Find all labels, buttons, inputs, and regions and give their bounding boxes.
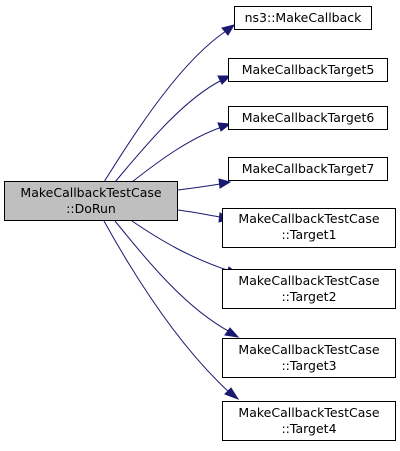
arrowhead-makecallbacktarget7: [218, 178, 232, 189]
edge-to-target4: [103, 220, 231, 394]
node-makecallbacktarget5-box: [228, 58, 388, 82]
node-target4-box: [222, 401, 396, 441]
node-target2-box: [222, 269, 396, 309]
edge-to-makecallbacktarget6: [131, 126, 223, 183]
node-makecallbacktarget7-label: MakeCallbackTarget7: [242, 161, 375, 176]
node-root-label-line1: MakeCallbackTestCase: [20, 185, 161, 200]
edge-to-makecallbacktarget5: [114, 79, 223, 183]
arrowhead-makecallbacktarget6: [217, 122, 232, 132]
node-target3[interactable]: MakeCallbackTestCase ::Target3: [222, 338, 396, 378]
node-makecallbacktarget6[interactable]: MakeCallbackTarget6: [228, 106, 388, 130]
node-target4-label-line2: ::Target4: [281, 421, 336, 436]
node-makecallbacktarget7[interactable]: MakeCallbackTarget7: [228, 157, 388, 181]
arrowhead-ns3-makecallback: [221, 24, 236, 36]
arrowhead-makecallbacktarget5: [217, 75, 232, 85]
node-target2-label-line1: MakeCallbackTestCase: [238, 273, 379, 288]
node-target1-label-line1: MakeCallbackTestCase: [238, 211, 379, 226]
node-makecallbacktarget6-box: [228, 106, 388, 130]
edge-to-target3: [114, 220, 231, 333]
node-ns3-makecallback[interactable]: ns3::MakeCallback: [234, 6, 372, 30]
node-ns3-makecallback-box: [234, 6, 372, 30]
arrowhead-target3: [224, 327, 240, 338]
edge-to-makecallbacktarget7: [177, 183, 221, 191]
node-target3-box: [222, 338, 396, 378]
node-target1-label-line2: ::Target1: [281, 227, 336, 242]
node-root-box: [4, 181, 178, 221]
node-target1-box: [222, 208, 396, 248]
node-target4[interactable]: MakeCallbackTestCase ::Target4: [222, 401, 396, 441]
node-root-label-line2: ::DoRun: [66, 201, 116, 216]
node-root[interactable]: MakeCallbackTestCase ::DoRun: [4, 181, 178, 221]
node-target2-label-line2: ::Target2: [281, 289, 336, 304]
node-target1[interactable]: MakeCallbackTestCase ::Target1: [222, 208, 396, 248]
arrowhead-target4: [224, 387, 240, 401]
node-target3-label-line2: ::Target3: [281, 358, 336, 373]
node-target4-label-line1: MakeCallbackTestCase: [238, 405, 379, 420]
node-makecallbacktarget5[interactable]: MakeCallbackTarget5: [228, 58, 388, 82]
node-makecallbacktarget6-label: MakeCallbackTarget6: [242, 110, 375, 125]
node-ns3-makecallback-label: ns3::MakeCallback: [245, 10, 363, 25]
node-target2[interactable]: MakeCallbackTestCase ::Target2: [222, 269, 396, 309]
node-target3-label-line1: MakeCallbackTestCase: [238, 342, 379, 357]
node-makecallbacktarget7-box: [228, 157, 388, 181]
node-makecallbacktarget5-label: MakeCallbackTarget5: [242, 62, 375, 77]
edge-to-target2: [131, 220, 231, 272]
edge-to-ns3-makecallback: [103, 30, 227, 183]
edge-to-target1: [177, 209, 221, 218]
